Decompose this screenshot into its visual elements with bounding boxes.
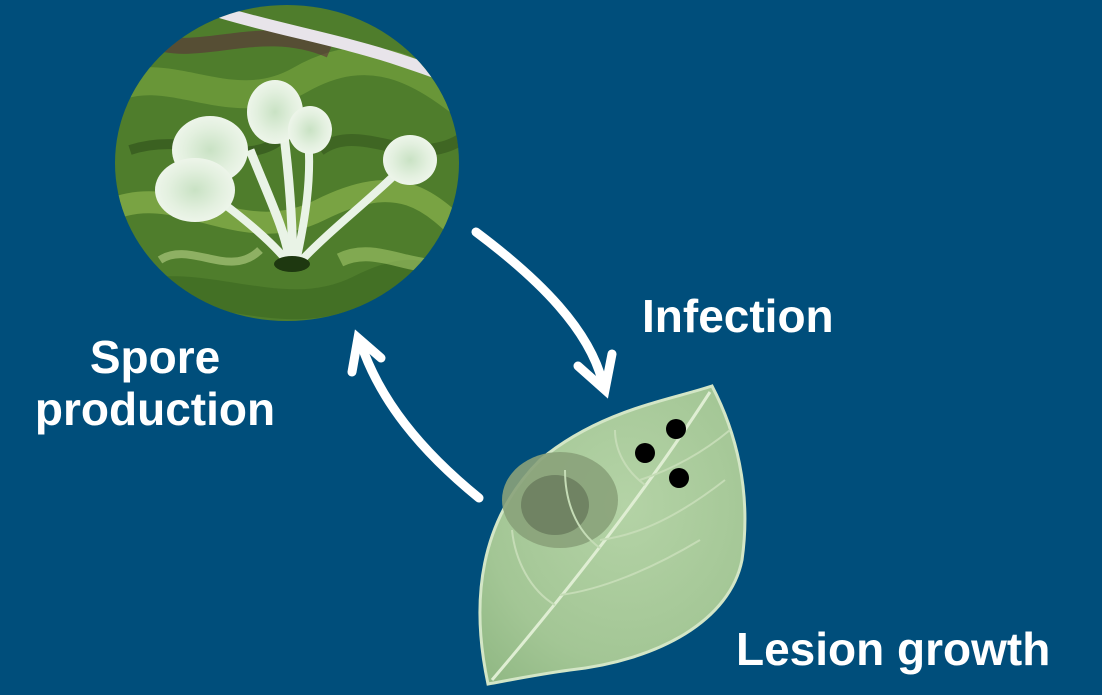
infection-spot [669, 468, 689, 488]
leaf-blade [480, 386, 745, 684]
spore-arrow-shaft [361, 344, 479, 498]
infection-arrow-shaft [476, 232, 603, 384]
leaf-image [480, 386, 745, 684]
spore-production-line1: Spore [0, 332, 310, 384]
spore-production-label: Spore production [0, 332, 310, 435]
infection-spot [666, 419, 686, 439]
lesion-growth-label: Lesion growth [736, 624, 1050, 676]
spore-production-line2: production [0, 384, 310, 436]
infection-label: Infection [642, 291, 834, 343]
microscope-image [110, 5, 470, 321]
infection-spot [635, 443, 655, 463]
